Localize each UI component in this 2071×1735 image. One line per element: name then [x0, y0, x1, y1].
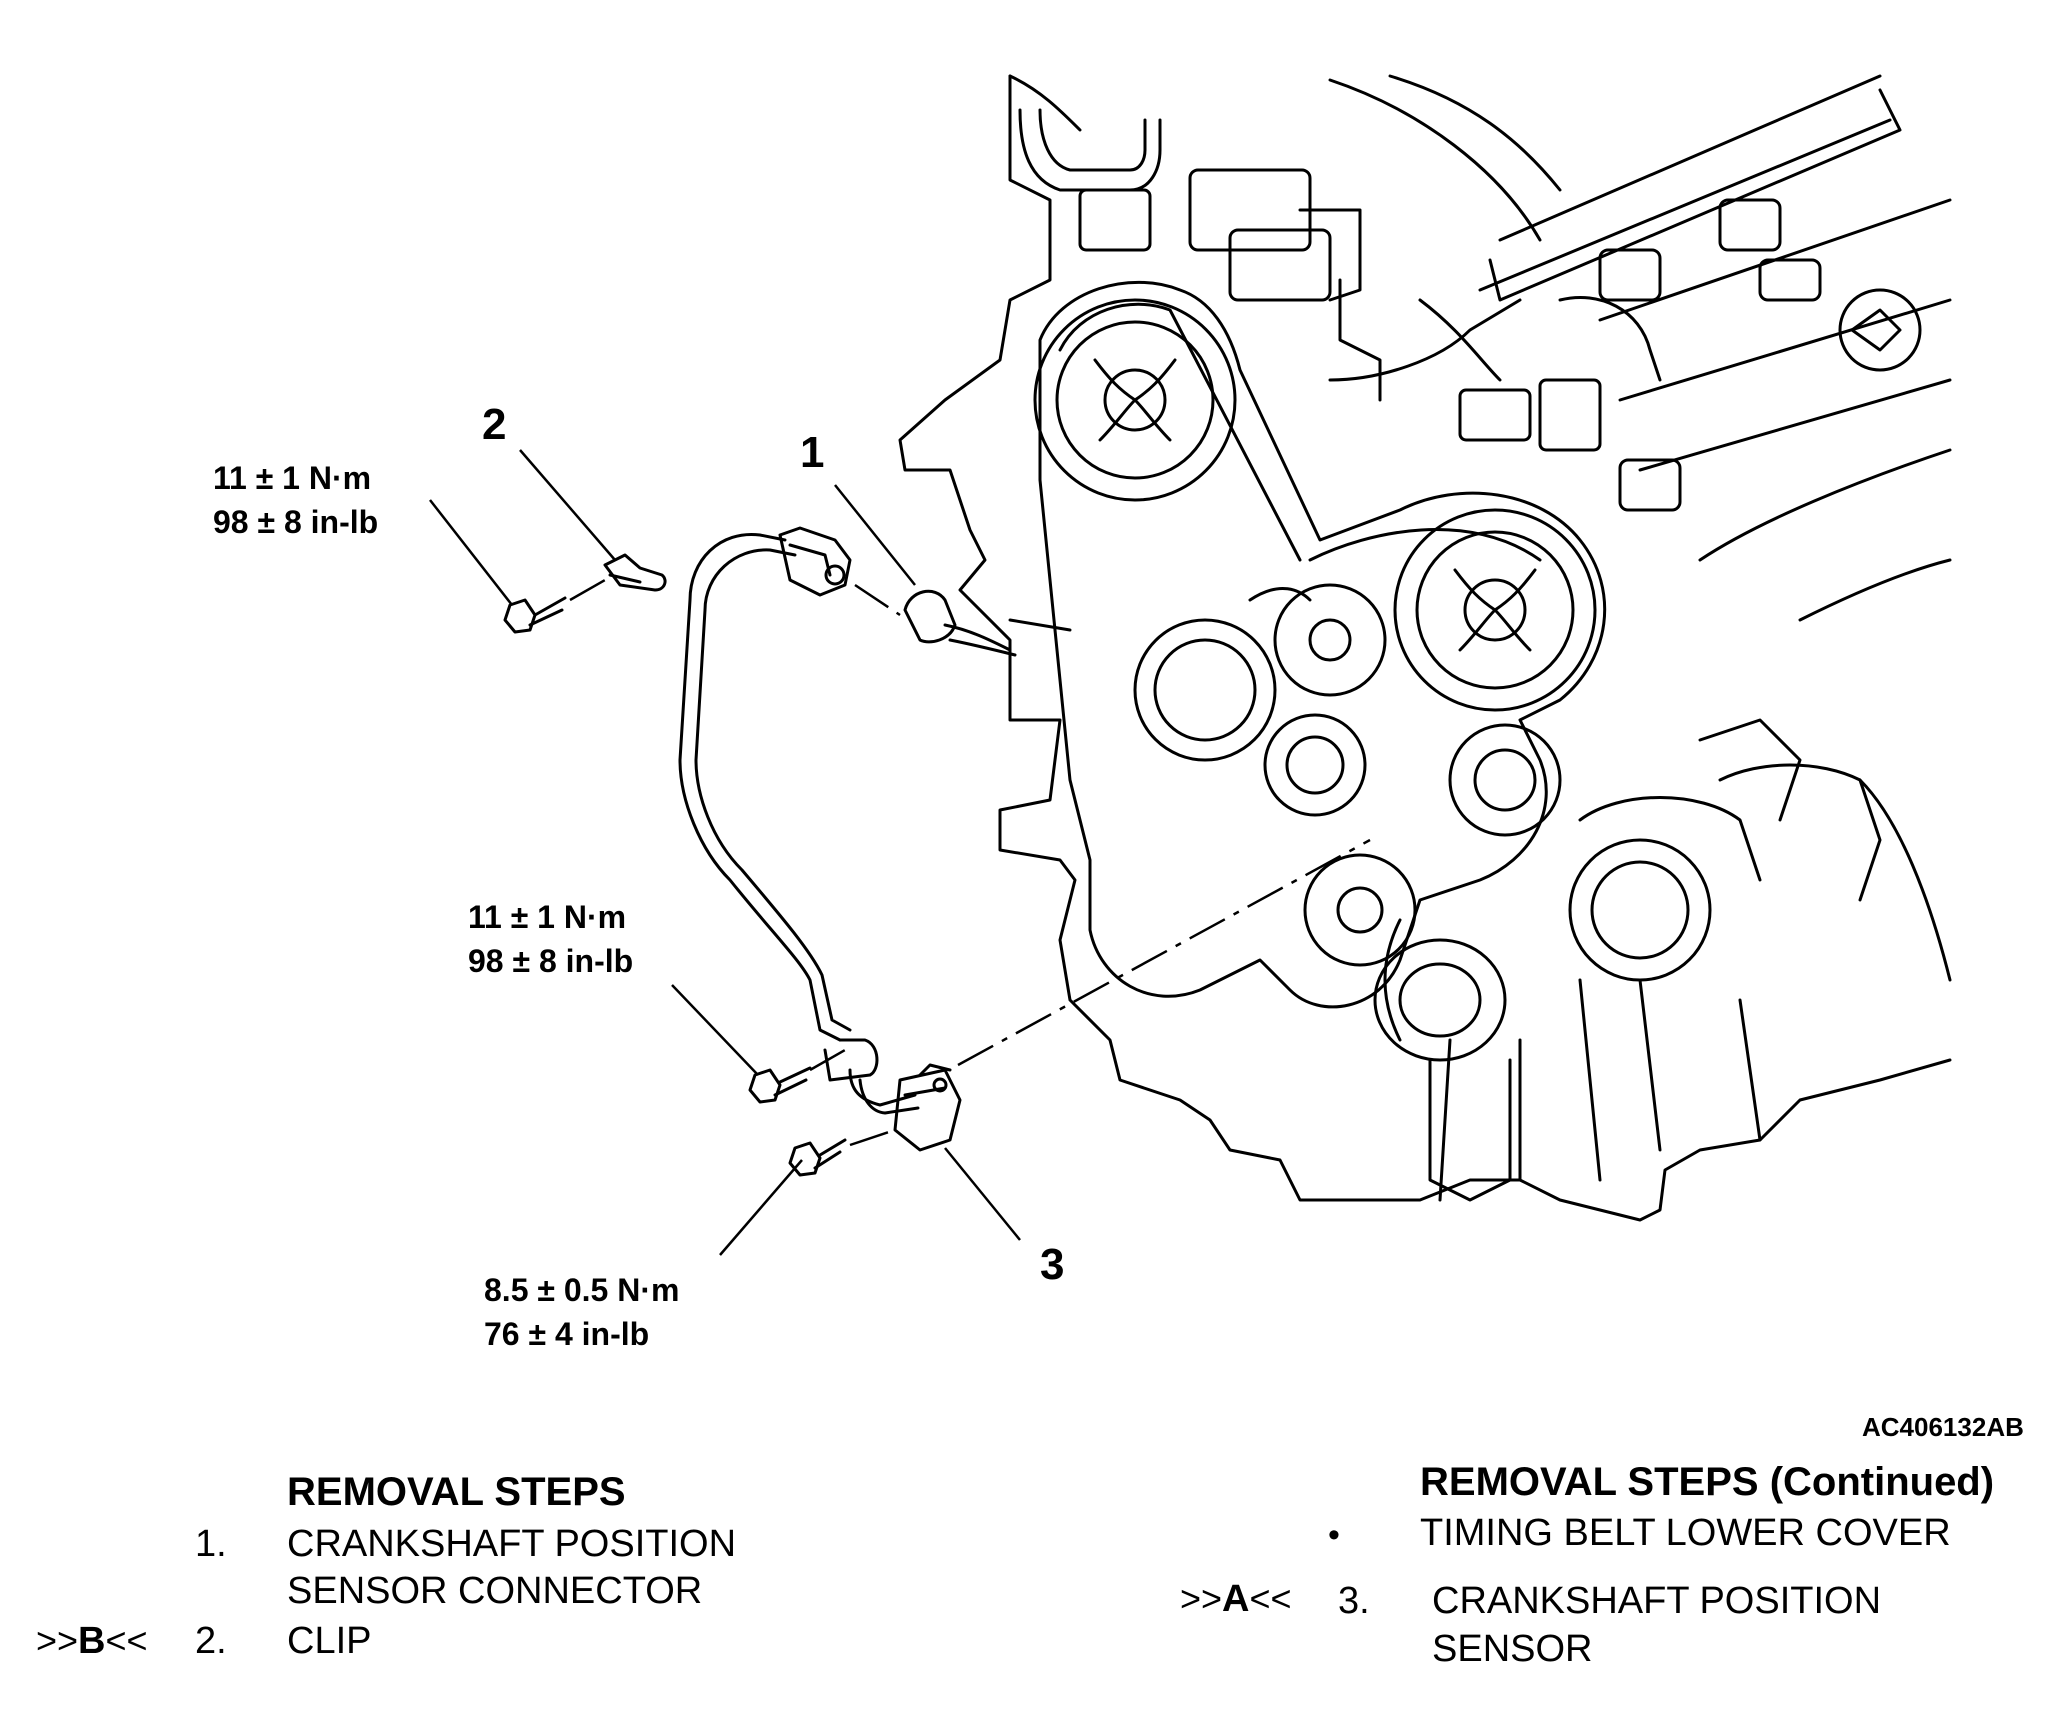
sensor-bolt-torque: 8.5 ± 0.5 N·m 76 ± 4 in-lb [484, 1268, 679, 1356]
timing-belt [1038, 280, 1607, 1009]
harness-bolt-torque: 11 ± 1 N·m 98 ± 8 in-lb [468, 895, 633, 983]
step-timing-belt-cover-label: TIMING BELT LOWER COVER [1420, 1512, 1951, 1554]
harness-bolt-torque-metric: 11 ± 1 N·m [468, 899, 627, 935]
callout-1: 1 [800, 428, 825, 477]
sensor-bolt-torque-imperial: 76 ± 4 in-lb [484, 1316, 650, 1352]
step-3-label-line-2: SENSOR [1432, 1628, 1593, 1670]
callout-3: 3 [1040, 1240, 1065, 1289]
harness-clip [603, 553, 667, 592]
callout-2: 2 [482, 400, 507, 449]
tensioner [1568, 718, 1802, 982]
upper-hoses [1018, 108, 1922, 512]
step-3-label-line-1: CRANKSHAFT POSITION [1432, 1580, 1882, 1622]
step-2-label: CLIP [287, 1620, 372, 1662]
camshaft-pulley-left [1033, 298, 1237, 502]
step-1-label-line-1: CRANKSHAFT POSITION [287, 1523, 737, 1565]
clip-bolt-torque: 11 ± 1 N·m 98 ± 8 in-lb [213, 456, 378, 544]
step-1-label-line-2: SENSOR CONNECTOR [287, 1570, 703, 1612]
step-2-procedure-marker: >>B<< [36, 1620, 148, 1663]
clip-bolt-torque-imperial: 98 ± 8 in-lb [213, 504, 379, 540]
leader-lines [429, 449, 1021, 1256]
step-3-procedure-marker: >>A<< [1180, 1578, 1292, 1621]
figure-id: AC406132AB [1862, 1412, 2024, 1442]
step-2-marker-pre: >> [36, 1620, 79, 1661]
idler-pulleys [1133, 583, 1562, 967]
sensor-harness [678, 532, 920, 1115]
sensor-bolt [788, 1138, 847, 1177]
step-3-marker-post: << [1249, 1578, 1292, 1619]
clip-bolt [503, 596, 567, 634]
crankshaft-position-sensor [893, 1063, 962, 1152]
crankshaft-sprocket [1373, 938, 1512, 1202]
step-1-number: 1. [195, 1523, 227, 1565]
step-3-number: 3. [1338, 1580, 1370, 1622]
harness-bolt [748, 1066, 812, 1104]
clip-bolt-torque-metric: 11 ± 1 N·m [213, 460, 372, 496]
sensor-connector [778, 526, 1072, 657]
harness-bolt-torque-imperial: 98 ± 8 in-lb [468, 943, 634, 979]
removal-steps-heading: REMOVAL STEPS [287, 1470, 626, 1514]
step-2-number: 2. [195, 1620, 227, 1662]
step-2-marker-letter: B [78, 1620, 106, 1662]
step-3-marker-pre: >> [1180, 1578, 1223, 1619]
removal-steps-continued-heading: REMOVAL STEPS (Continued) [1420, 1460, 1995, 1504]
alignment-lines [569, 578, 1371, 1147]
step-2-marker-post: << [105, 1620, 148, 1661]
step-bullet: • [1328, 1516, 1340, 1554]
step-3-marker-letter: A [1222, 1578, 1250, 1620]
camshaft-pulley-right [1393, 508, 1597, 712]
sensor-bolt-torque-metric: 8.5 ± 0.5 N·m [484, 1272, 680, 1308]
engine-block [898, 74, 1952, 1222]
